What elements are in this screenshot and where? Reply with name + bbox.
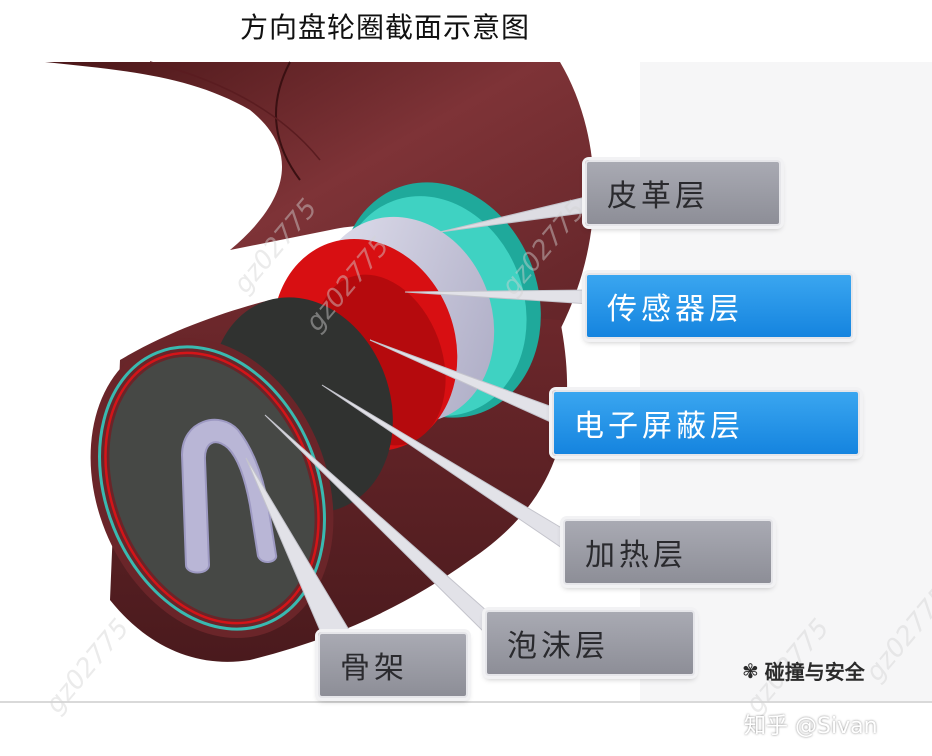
brand-watermark: ✾ 碰撞与安全 [742, 656, 865, 685]
right-shade [640, 62, 932, 702]
author-watermark: 知乎 @Sivan [744, 714, 878, 739]
tube-end-cyan-line [98, 345, 326, 631]
label-leather-layer: 皮革层 [585, 160, 781, 226]
label-shield-layer: 电子屏蔽层 [552, 390, 860, 456]
label-sensor-layer: 传感器层 [585, 273, 853, 339]
diagram-title: 方向盘轮圈截面示意图 [239, 11, 530, 44]
label-foam-layer: 泡沫层 [485, 610, 695, 676]
rim-upper-arc [45, 62, 594, 380]
wechat-icon: ✾ [742, 658, 759, 683]
brand-name: 碰撞与安全 [764, 660, 865, 684]
rim-upper-seam-2 [149, 61, 321, 161]
label-skeleton: 骨架 [318, 632, 468, 698]
rim-upper-seam [275, 61, 301, 181]
skeleton-u-profile [180, 418, 278, 574]
label-heating-layer: 加热层 [563, 519, 773, 585]
